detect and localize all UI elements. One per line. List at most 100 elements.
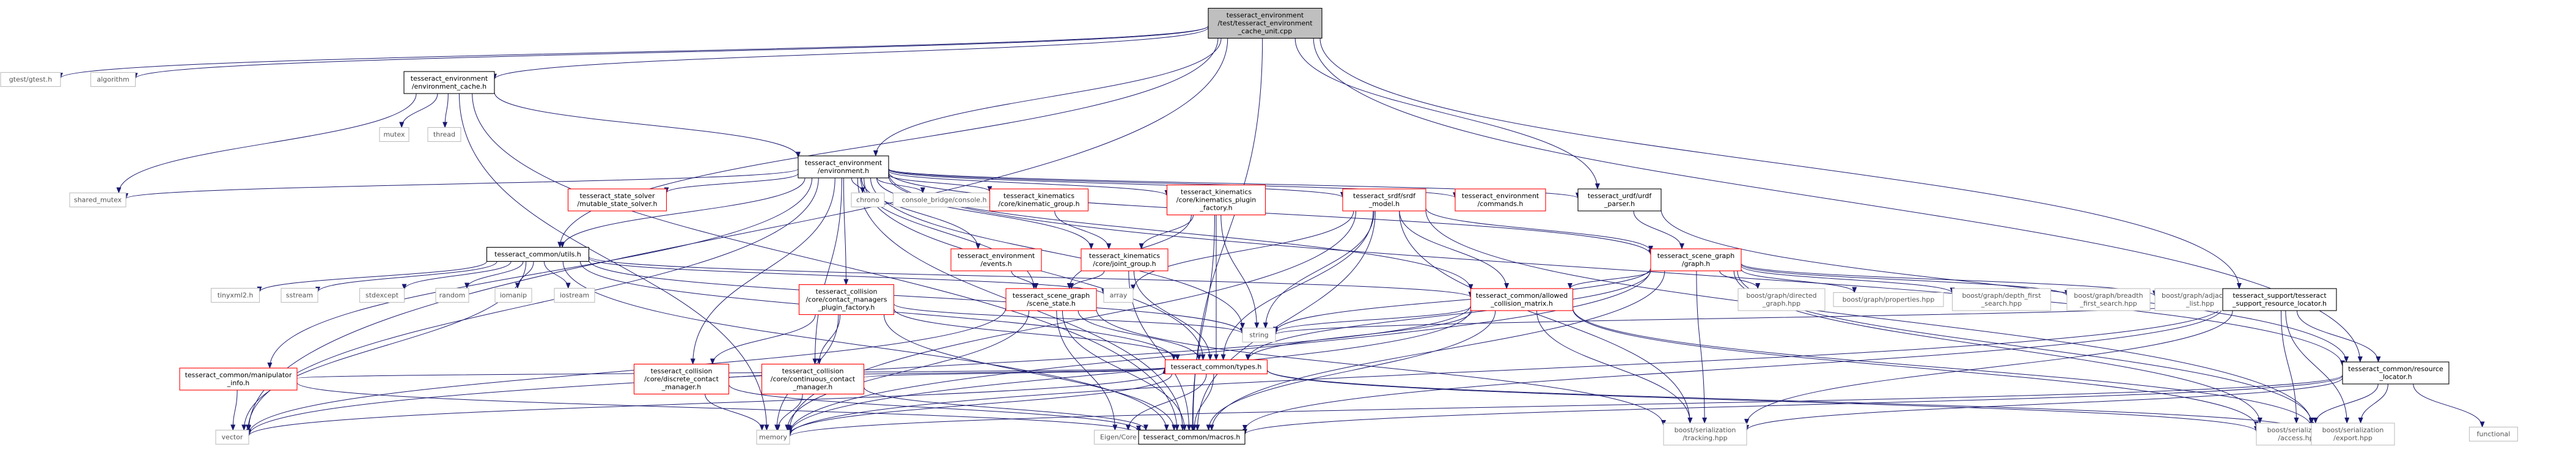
- node-box: [1342, 188, 1426, 212]
- node-label-line: _locator.h: [2379, 373, 2412, 381]
- edge-srdf-model-to-boost-tracking: [1399, 210, 1693, 424]
- node-box: [554, 287, 595, 303]
- edge-allowed-collision-to-boost-tracking: [1536, 310, 1693, 424]
- node-label-line: chrono: [856, 196, 879, 204]
- node-kin-factory[interactable]: tesseract_kinematics/core/kinematics_plu…: [1166, 184, 1266, 216]
- node-box: [1103, 287, 1134, 303]
- edge-root-to-common-utils: [557, 38, 1219, 248]
- node-thread: thread: [427, 127, 461, 142]
- node-macros[interactable]: tesseract_common/macros.h: [1138, 429, 1246, 445]
- node-state-solver[interactable]: tesseract_state_solver/mutable_state_sol…: [567, 188, 667, 212]
- node-scene-graph[interactable]: tesseract_scene_graph/graph.h: [1650, 248, 1742, 271]
- node-label-line: /events.h: [980, 260, 1011, 268]
- edge-kin-group-to-joint-group: [1054, 210, 1112, 249]
- node-common-utils[interactable]: tesseract_common/utils.h: [486, 246, 590, 262]
- node-kin-group[interactable]: tesseract_kinematics/core/kinematic_grou…: [989, 188, 1089, 212]
- node-continuous-mgr[interactable]: tesseract_collision/core/continuous_cont…: [761, 363, 865, 395]
- node-label-line: tesseract_environment: [1227, 12, 1304, 20]
- node-label-line: tesseract_srdf/srdf: [1353, 192, 1416, 200]
- edge-scene-graph-to-allowed-collision: [1567, 270, 1651, 289]
- node-label-line: stdexcept: [365, 292, 399, 300]
- node-resource-locator[interactable]: tesseract_common/resource_locator.h: [2342, 361, 2449, 385]
- edge-envcache-to-shared-mutex: [116, 93, 417, 194]
- node-box: [1138, 429, 1246, 445]
- node-box: [798, 284, 895, 315]
- node-urdf-parser[interactable]: tesseract_urdf/urdf_parser.h: [1577, 188, 1662, 212]
- node-label-line: /core/joint_group.h: [1093, 260, 1156, 268]
- node-scene-state[interactable]: tesseract_scene_graph/scene_state.h: [1005, 288, 1097, 311]
- edge-env-to-string: [870, 177, 1245, 330]
- edge-kin-factory-to-joint-group: [1139, 215, 1194, 249]
- node-label-line: iostream: [560, 292, 589, 300]
- node-label-line: thread: [433, 131, 455, 139]
- node-label-line: tesseract_kinematics: [1089, 252, 1160, 260]
- edge-env-to-collision-factory: [843, 177, 849, 286]
- node-functional: functional: [2468, 426, 2519, 442]
- node-label-line: random: [439, 292, 466, 300]
- node-console: console_bridge/console.h: [892, 192, 996, 208]
- node-shared-mutex: shared_mutex: [69, 192, 127, 208]
- edge-allowed-collision-to-macros: [1206, 310, 1496, 431]
- node-label-line: tesseract_common/resource: [2348, 365, 2443, 373]
- node-root[interactable]: tesseract_environment/test/tesseract_env…: [1208, 7, 1323, 39]
- node-label-line: mutex: [383, 131, 405, 139]
- edge-continuous-mgr-to-common-types: [864, 367, 1167, 378]
- edge-continuous-mgr-to-memory: [775, 394, 803, 431]
- node-iomanip: iomanip: [494, 287, 532, 303]
- node-joint-group[interactable]: tesseract_kinematics/core/joint_group.h: [1081, 248, 1169, 271]
- node-box: [1738, 288, 1826, 311]
- node-box: [1577, 188, 1662, 212]
- node-box: [403, 71, 495, 94]
- node-label-line: vector: [222, 433, 243, 441]
- node-box: [1455, 188, 1546, 212]
- node-discrete-mgr[interactable]: tesseract_collision/core/discrete_contac…: [633, 363, 730, 395]
- edge-common-utils-to-sstream: [315, 261, 497, 293]
- edge-resource-locator-to-macros: [1242, 375, 2343, 435]
- node-box: [1470, 288, 1574, 311]
- node-box: [1833, 292, 1944, 308]
- edge-manip-info-to-common-types: [296, 367, 1167, 379]
- node-label-line: _support_resource_locator.h: [2232, 300, 2327, 308]
- node-chrono: chrono: [851, 192, 885, 208]
- node-env-commands[interactable]: tesseract_environment/commands.h: [1455, 188, 1546, 212]
- node-label-line: _first_search.hpp: [2079, 300, 2137, 308]
- node-box: [567, 188, 667, 212]
- node-box: [427, 127, 461, 142]
- node-label-line: tesseract_collision: [782, 367, 844, 375]
- node-label-line: sstream: [286, 292, 313, 300]
- edge-root-to-urdf-parser: [1294, 38, 1600, 190]
- node-label-line: _model.h: [1368, 200, 1400, 208]
- edge-support-locator-to-boost-access: [2281, 310, 2299, 424]
- edge-scene-state-to-vector: [246, 307, 1007, 435]
- node-label-line: iomanip: [500, 292, 527, 300]
- node-label-line: _manager.h: [793, 383, 832, 391]
- node-common-types[interactable]: tesseract_common/types.h: [1164, 359, 1268, 375]
- node-box: [0, 72, 61, 87]
- edge-scene-state-to-memory: [785, 310, 1030, 431]
- node-label-line: tinyxml2.h: [218, 292, 254, 300]
- node-envcache[interactable]: tesseract_environment/environment_cache.…: [403, 71, 495, 94]
- edge-support-locator-to-resource-locator: [2297, 310, 2381, 363]
- node-label-line: tesseract_common/allowed: [1476, 292, 1568, 300]
- edge-common-utils-to-tinyxml2: [257, 261, 487, 293]
- node-support-locator[interactable]: tesseract_support/tesseract_support_reso…: [2222, 288, 2337, 311]
- edge-srdf-model-to-array: [1131, 210, 1354, 291]
- edge-common-utils-to-stdexcept: [402, 261, 512, 290]
- edge-collision-factory-to-continuous-mgr: [816, 314, 841, 365]
- node-memory: memory: [756, 429, 790, 445]
- node-box: [798, 155, 889, 179]
- edge-kin-factory-to-string: [1220, 215, 1260, 329]
- edge-scene-graph-to-boost-tracking: [1696, 270, 1708, 424]
- edge-envcache-to-env: [494, 92, 801, 158]
- node-boost-export: boost/serialization/export.hpp: [2311, 422, 2395, 446]
- node-allowed-collision[interactable]: tesseract_common/allowed_collision_matri…: [1470, 288, 1574, 311]
- node-manip-info[interactable]: tesseract_common/manipulator_info.h: [179, 367, 298, 391]
- node-env[interactable]: tesseract_environment/environment.h: [798, 155, 889, 179]
- node-env-events[interactable]: tesseract_environment/events.h: [950, 248, 1042, 271]
- node-collision-factory[interactable]: tesseract_collision/core/contact_manager…: [798, 284, 895, 315]
- node-boost-access: boost/serialization/access.hpp: [2256, 422, 2340, 446]
- node-label-line: tesseract_kinematics: [1004, 192, 1074, 200]
- node-srdf-model[interactable]: tesseract_srdf/srdf_model.h: [1342, 188, 1426, 212]
- edge-env-to-discrete-mgr: [690, 177, 835, 365]
